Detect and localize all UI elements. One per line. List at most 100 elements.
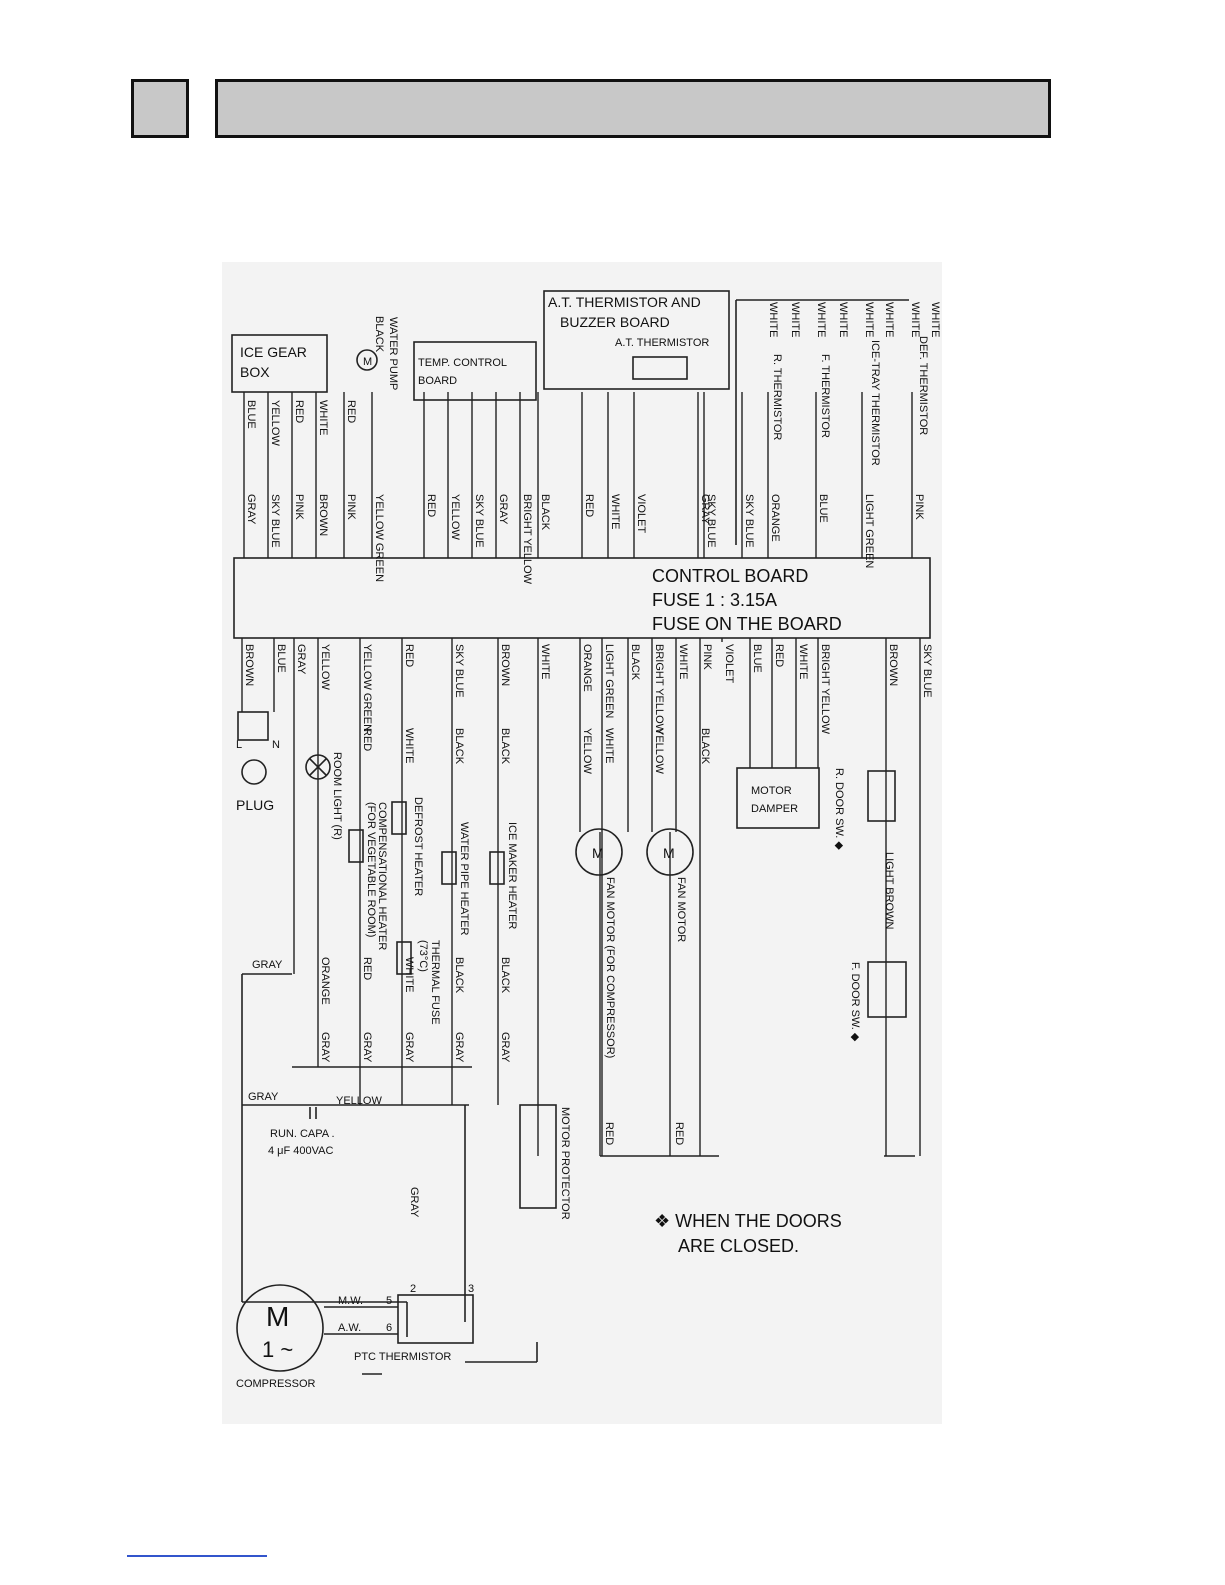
water-pipe-heater-icon (441, 851, 457, 885)
gray-label-1: GRAY (361, 1032, 373, 1063)
bottom-wire-label-15: VIOLET (723, 644, 735, 683)
bottom-wire-label-14: PINK (701, 644, 713, 670)
red-label-1: RED (673, 1122, 685, 1145)
bottom-wire-label-5: RED (403, 644, 415, 667)
fan-motor-label: FAN MOTOR (675, 877, 687, 942)
defrost-heater-label: DEFROST HEATER (412, 797, 424, 896)
bottom-wire-label-19: BRIGHT YELLOW (819, 644, 831, 735)
gray-label-4: GRAY (499, 1032, 511, 1063)
ptc-pin-3: 3 (468, 1283, 474, 1295)
upper-wire-label-8: WHITE (815, 302, 827, 337)
at-thermistor-board-box (543, 290, 730, 390)
compressor-aw-label: A.W. (338, 1322, 361, 1334)
load-upper-label-5: WHITE (603, 728, 615, 763)
top-wire-label-1: SKY BLUE (269, 494, 281, 548)
ptc-pin-2: 2 (410, 1283, 416, 1295)
thermal-fuse-label-2: (73°C) (417, 940, 429, 972)
bottom-wire-label-9: ORANGE (581, 644, 593, 692)
compressor-pin-5: 5 (386, 1295, 392, 1307)
bottom-wire-label-11: BLACK (629, 644, 641, 681)
bottom-wire-label-17: RED (773, 644, 785, 667)
top-wire-label-20: LIGHT GREEN (863, 494, 875, 568)
compressor-mw-label: M.W. (338, 1295, 363, 1307)
comp-heater-label-1: COMPENSATIONAL HEATER (376, 802, 388, 950)
fan-motor-compressor-label: FAN MOTOR (FOR COMPRESSOR) (604, 877, 616, 1058)
room-light-label: ROOM LIGHT (R) (331, 752, 343, 840)
water-pump-label: WATER PUMP (387, 317, 399, 390)
motor-damper-label-1: MOTOR (751, 785, 792, 797)
at-thermistor-label: A.T. THERMISTOR (615, 337, 709, 349)
upper-wire-label-0: BLUE (245, 400, 257, 429)
top-wire-label-21: PINK (913, 494, 925, 520)
wire-layer (241, 392, 921, 1156)
top-wire-label-3: BROWN (317, 494, 329, 536)
fan-motor-letter: M (663, 845, 675, 861)
top-wire-label-19: BLUE (817, 494, 829, 523)
r-thermistor-label: R. THERMISTOR (771, 354, 783, 440)
plug-ground-icon (241, 759, 267, 785)
top-wire-label-17: SKY BLUE (743, 494, 755, 548)
bottom-wire-label-21: SKY BLUE (921, 644, 933, 698)
f-thermistor-label: F. THERMISTOR (819, 354, 831, 438)
plug-n-label: N (272, 739, 280, 751)
load-lower-label-2: WHITE (403, 957, 415, 992)
load-upper-label-0: RED (361, 728, 373, 751)
ice-gear-box-label-1: ICE GEAR (240, 344, 307, 360)
top-wire-label-4: PINK (345, 494, 357, 520)
light-brown-label: LIGHT BROWN (883, 852, 895, 929)
compressor-phase-label: 1 ~ (262, 1337, 293, 1362)
bottom-wire-label-16: BLUE (751, 644, 763, 673)
top-wire-label-11: BLACK (539, 494, 551, 531)
bottom-wire-label-1: BLUE (275, 644, 287, 673)
top-wire-label-0: GRAY (245, 494, 257, 525)
upper-wire-label-2: RED (293, 400, 305, 423)
load-lower-label-4: BLACK (499, 957, 511, 994)
bottom-wire-label-4: YELLOW GREEN (361, 644, 373, 732)
water-pipe-heater-label: WATER PIPE HEATER (458, 822, 470, 936)
load-upper-label-3: BLACK (499, 728, 511, 765)
note-line-2: ARE CLOSED. (678, 1236, 799, 1256)
top-wire-label-12: RED (583, 494, 595, 517)
comp-heater-label-2: (FOR VEGETABLE ROOM) (365, 802, 377, 937)
at-board-label-2: BUZZER BOARD (560, 314, 670, 330)
footer-link-underline[interactable] (127, 1555, 267, 1557)
upper-wire-label-1: YELLOW (269, 400, 281, 446)
upper-wire-label-3: WHITE (317, 400, 329, 435)
plug-l-label: L (236, 739, 242, 751)
fan-motor-compressor-icon (575, 828, 623, 876)
wiring-diagram: ICE GEAR BOX M WATER PUMP TEMP. CONTROL … (231, 290, 941, 1390)
water-pump-motor-letter: M (363, 356, 372, 368)
fuse-1-label: FUSE 1 : 3.15A (652, 590, 777, 610)
thermal-fuse-icon (396, 941, 412, 975)
control-board-label: CONTROL BOARD (652, 566, 808, 586)
load-upper-label-7: BLACK (699, 728, 711, 765)
upper-wire-label-7: WHITE (789, 302, 801, 337)
comp-heater-icon (348, 829, 364, 863)
upper-wire-label-11: WHITE (883, 302, 895, 337)
top-wire-label-14: VIOLET (635, 494, 647, 533)
load-upper-label-4: YELLOW (581, 728, 593, 774)
note-line-1: ❖ WHEN THE DOORS (654, 1211, 842, 1231)
ice-gear-box-label-2: BOX (240, 364, 270, 380)
top-wire-label-16: SKY BLUE (705, 494, 717, 548)
compressor-pin-6: 6 (386, 1322, 392, 1334)
gray-label-2: GRAY (403, 1032, 415, 1063)
load-upper-label-2: BLACK (453, 728, 465, 765)
bottom-wire-label-10: LIGHT GREEN (603, 644, 615, 718)
r-door-switch (867, 770, 896, 822)
upper-wire-label-4: RED (345, 400, 357, 423)
section-number-box (131, 79, 189, 138)
bottom-wire-label-18: WHITE (797, 644, 809, 679)
gray-label-3: GRAY (453, 1032, 465, 1063)
top-wire-label-10: BRIGHT YELLOW (521, 494, 533, 585)
bottom-wire-label-8: WHITE (539, 644, 551, 679)
upper-wire-label-13: WHITE (929, 302, 941, 337)
top-wire-label-8: SKY BLUE (473, 494, 485, 548)
temp-control-label-2: BOARD (418, 375, 457, 387)
ptc-thermistor-label: PTC THERMISTOR (354, 1351, 451, 1363)
bottom-wire-label-7: BROWN (499, 644, 511, 686)
bottom-wire-label-0: BROWN (243, 644, 255, 686)
top-wire-label-9: GRAY (497, 494, 509, 525)
motor-protector-label: MOTOR PROTECTOR (559, 1107, 571, 1220)
def-thermistor-label: DEF. THERMISTOR (917, 336, 929, 435)
